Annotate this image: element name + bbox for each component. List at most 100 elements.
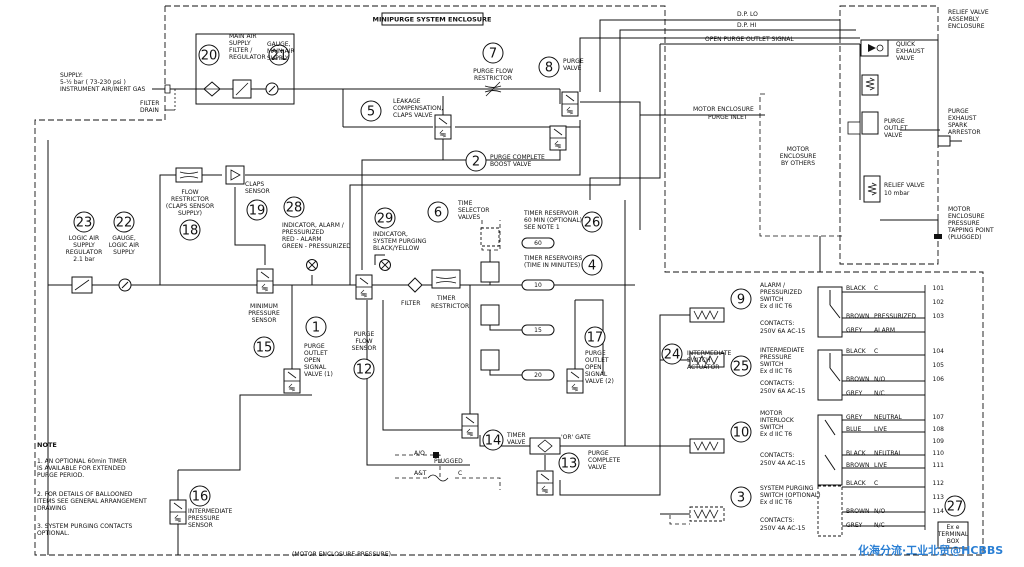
timer-restrictor-label-2: RESTRICTOR — [431, 303, 469, 310]
svg-text:RELIEF VALVE: RELIEF VALVE — [884, 182, 925, 189]
open-purge-signal-label: OPEN PURGE OUTLET SIGNAL — [705, 36, 794, 43]
svg-text:SENSOR: SENSOR — [245, 188, 270, 195]
svg-text:VALVE: VALVE — [896, 55, 915, 62]
minimum-pressure-sensor-symbol — [256, 268, 274, 294]
svg-text:FLOW: FLOW — [181, 189, 198, 196]
system-purging-actuator — [689, 506, 725, 522]
balloon-22: 22 — [113, 211, 135, 233]
terminal-bus — [842, 285, 926, 530]
timer-restrictor-symbol — [431, 269, 461, 289]
purge-complete-valve-symbol — [536, 470, 554, 496]
svg-text:TAPPING POINT: TAPPING POINT — [947, 227, 994, 234]
svg-text:OUTLET: OUTLET — [304, 350, 328, 357]
terminal-9-2-0: BROWN — [846, 313, 869, 320]
alarm-indicator-lamp — [306, 259, 318, 271]
svg-text:TIMER RESERVOIRS: TIMER RESERVOIRS — [523, 255, 583, 262]
svg-text:60 MIN (OPTIONAL): 60 MIN (OPTIONAL) — [524, 217, 582, 224]
balloon-17: 17 — [584, 326, 606, 348]
svg-text:TIME: TIME — [457, 200, 473, 207]
boost-valve-symbol — [549, 125, 567, 151]
svg-text:13: 13 — [561, 457, 578, 472]
terminal-3-2-2: 114 — [933, 508, 945, 515]
balloon-21: 21 — [268, 44, 290, 66]
svg-text:SIGNAL: SIGNAL — [585, 371, 608, 378]
terminal-10-2-2: 109 — [933, 438, 945, 445]
svg-text:RELIEF VALVE: RELIEF VALVE — [948, 9, 989, 16]
terminal-10-3-0: BLACK — [846, 450, 867, 457]
balloon-8: 8 — [538, 56, 560, 78]
svg-text:22: 22 — [116, 216, 133, 231]
balloon-29: 29 — [374, 207, 396, 229]
svg-text:(CLAPS SENSOR: (CLAPS SENSOR — [166, 203, 214, 210]
outlet-signal-valve-2-symbol — [566, 368, 584, 394]
svg-text:10 mbar: 10 mbar — [884, 190, 910, 197]
at-label: A&T — [414, 470, 427, 477]
balloon-25: 25 — [730, 355, 752, 377]
svg-text:DRAWING: DRAWING — [37, 505, 67, 512]
terminal-25-2-0: BROWN — [846, 376, 869, 383]
switch-contact-boxes — [817, 286, 843, 486]
filter-drain-label: FILTER DRAIN — [140, 89, 176, 114]
svg-text:Ex e: Ex e — [947, 524, 960, 531]
svg-text:2.1 bar: 2.1 bar — [73, 256, 95, 263]
terminal-10-4-1: LIVE — [874, 462, 887, 469]
svg-text:INTERMEDIATE: INTERMEDIATE — [760, 347, 805, 354]
svg-text:ITEMS SEE GENERAL ARRANGEMENT: ITEMS SEE GENERAL ARRANGEMENT — [37, 498, 147, 505]
svg-text:CONTACTS:: CONTACTS: — [760, 452, 794, 459]
svg-text:SUPPLY): SUPPLY) — [178, 210, 202, 217]
terminal-box-frame — [937, 521, 969, 549]
svg-text:PURGE PERIOD.: PURGE PERIOD. — [37, 472, 84, 479]
balloon-14: 14 — [482, 429, 504, 451]
svg-text:12: 12 — [356, 363, 373, 378]
svg-text:4: 4 — [588, 259, 596, 274]
balloon-24: 24 — [661, 343, 683, 365]
logic-gauge-symbol — [118, 278, 132, 292]
balloon-5: 5 — [360, 100, 382, 122]
svg-text:(TIME IN MINUTES): (TIME IN MINUTES) — [524, 262, 580, 269]
outlet-signal-valve-1-symbol — [283, 368, 301, 394]
terminal-25-3-0: GREY — [846, 390, 863, 397]
balloon-26: 26 — [581, 211, 603, 233]
balloon-9: 9 — [730, 288, 752, 310]
svg-text:VALVE (1): VALVE (1) — [304, 371, 333, 378]
svg-text:SWITCH: SWITCH — [760, 424, 784, 431]
svg-text:INTERMEDIATE: INTERMEDIATE — [687, 350, 732, 357]
reservoir-10: 10 — [534, 282, 542, 289]
quick-exhaust-valve-symbol — [860, 39, 889, 57]
or-gate-symbol — [529, 437, 561, 455]
balloon-6: 6 — [427, 201, 449, 223]
svg-text:VALVE (2): VALVE (2) — [585, 378, 614, 385]
svg-text:1: 1 — [312, 321, 320, 336]
terminal-10-4-0: BROWN — [846, 462, 869, 469]
svg-text:26: 26 — [584, 216, 601, 231]
svg-text:MINIMUM: MINIMUM — [250, 303, 278, 310]
motor-inlet-label-2: PURGE INLET — [708, 114, 748, 121]
svg-text:QUICK: QUICK — [896, 41, 916, 48]
svg-text:VALVES: VALVES — [458, 214, 480, 221]
purge-outlet-valve-symbol — [847, 74, 879, 135]
terminal-25-1-2: 105 — [933, 362, 945, 369]
reservoir-15: 15 — [534, 327, 542, 334]
timer-valve-symbol — [461, 413, 479, 439]
svg-text:SYSTEM PURGING: SYSTEM PURGING — [760, 485, 814, 492]
svg-text:INSTRUMENT AIR/INERT GAS: INSTRUMENT AIR/INERT GAS — [60, 86, 145, 93]
terminal-25-2-2: 106 — [933, 376, 945, 383]
svg-text:VALVE: VALVE — [507, 439, 526, 446]
svg-text:15: 15 — [256, 341, 273, 356]
balloon-3: 3 — [730, 486, 752, 508]
terminal-3-1-2: 113 — [933, 494, 945, 501]
ao-at-connections — [427, 452, 449, 482]
svg-text:BOX: BOX — [947, 538, 959, 545]
svg-text:MAIN AIR: MAIN AIR — [267, 48, 295, 55]
svg-text:(PLUGGED): (PLUGGED) — [948, 234, 981, 241]
svg-text:19: 19 — [249, 204, 266, 219]
svg-text:INDICATOR,: INDICATOR, — [373, 231, 408, 238]
purging-indicator-lamp — [379, 259, 391, 271]
